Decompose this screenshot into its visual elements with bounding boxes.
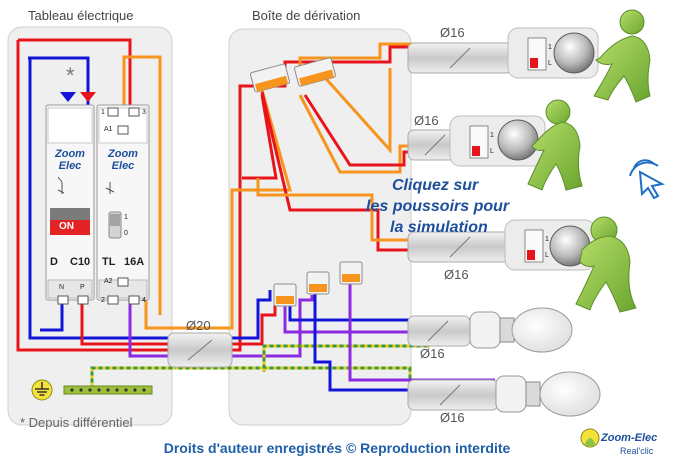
logo-subtext: Real'clic xyxy=(620,446,654,456)
box-title: Boîte de dérivation xyxy=(252,8,361,23)
light-bulb-icon xyxy=(495,371,601,417)
switch-pos-1: 1 xyxy=(124,214,128,221)
terminal-3: 3 xyxy=(142,109,146,116)
conduit-label-1: Ø16 xyxy=(440,25,465,40)
pb3-terminal-l: L xyxy=(545,252,549,259)
junction-box xyxy=(228,28,412,426)
pb1-terminal-l: L xyxy=(548,60,552,67)
pb3-terminal-1: 1 xyxy=(545,236,549,243)
green-figure-2 xyxy=(527,99,583,191)
panel-wires xyxy=(16,38,175,358)
terminal-a1: A1 xyxy=(104,126,113,133)
conduit-label-3: Ø16 xyxy=(444,267,469,282)
instruction-line-2: les poussoirs pour xyxy=(366,198,510,215)
green-figure-1 xyxy=(593,9,651,103)
terminal-1: 1 xyxy=(101,109,105,116)
wago-connectors xyxy=(249,57,363,307)
conduit-label-4: Ø16 xyxy=(420,346,445,361)
pb1-terminal-1: 1 xyxy=(548,44,552,51)
terminal-a2: A2 xyxy=(104,278,113,285)
instruction-line-1: Cliquez sur xyxy=(392,177,479,194)
push-button-icon[interactable] xyxy=(507,27,599,79)
conduit-label-5: Ø16 xyxy=(440,410,465,425)
logo-text: Zoom-Elec xyxy=(601,432,658,444)
instruction-line-3: la simulation xyxy=(390,219,488,236)
conduit-marks xyxy=(187,47,471,406)
switch-rating: 16A xyxy=(124,256,145,268)
panel-title: Tableau électrique xyxy=(28,8,134,23)
conduit-label-2: Ø16 xyxy=(414,113,439,128)
terminal-p: P xyxy=(80,284,85,291)
circuit-breaker xyxy=(45,104,95,301)
breaker-on-label: ON xyxy=(59,221,74,232)
push-button-icon[interactable] xyxy=(449,115,546,167)
light-bulb-icon xyxy=(469,307,573,353)
earth-symbol-icon xyxy=(31,379,53,401)
breaker-rating: C10 xyxy=(70,256,91,268)
switch-pos-0: 0 xyxy=(124,230,128,237)
phase-arrow-icon xyxy=(80,92,96,102)
breaker-toggle[interactable] xyxy=(50,220,90,235)
pb2-terminal-1: 1 xyxy=(490,132,494,139)
terminal-2: 2 xyxy=(101,297,105,304)
conduit-label-6: Ø20 xyxy=(186,318,211,333)
green-figure-3 xyxy=(575,216,637,313)
neutral-arrow-icon xyxy=(60,92,76,102)
switch-type: TL xyxy=(102,256,116,268)
push-button-icon[interactable] xyxy=(504,219,596,271)
cursor-click-icon xyxy=(629,159,665,200)
footnote: * Depuis différentiel xyxy=(20,415,133,430)
pb2-terminal-l: L xyxy=(490,148,494,155)
terminal-n: N xyxy=(59,284,65,291)
copyright: Droits d'auteur enregistrés © Reproducti… xyxy=(163,440,511,456)
logo xyxy=(580,428,600,448)
asterisk: * xyxy=(66,63,75,88)
terminal-4: 4 xyxy=(142,297,146,304)
breaker-curve: D xyxy=(50,256,58,268)
terminal-screws xyxy=(57,107,140,305)
